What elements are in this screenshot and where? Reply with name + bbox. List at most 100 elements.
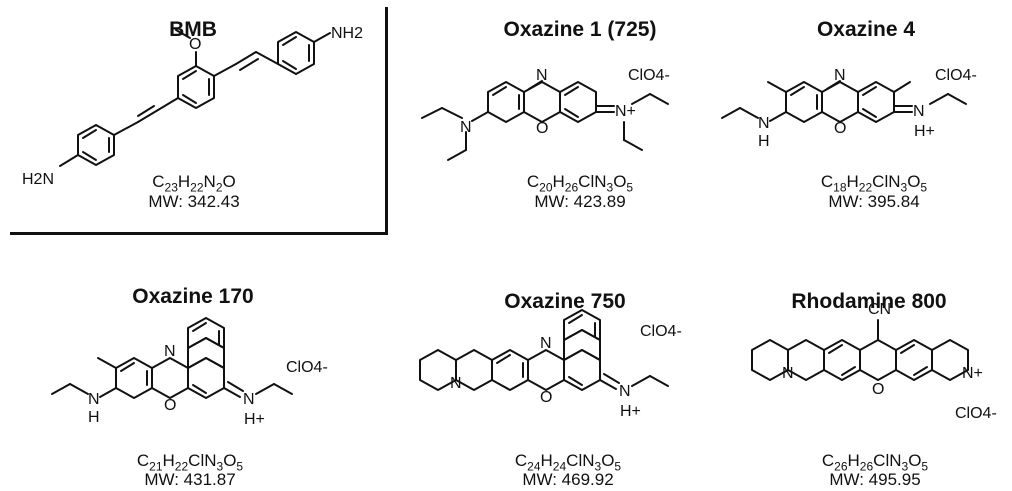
- mw-oxazine-1: MW: 423.89: [534, 192, 626, 211]
- ox4-db-5: [862, 108, 877, 118]
- bmb-vinyl-left-1: [113, 121, 139, 136]
- ox4-db-3: [826, 80, 841, 90]
- ox750-exo-db-b: [603, 373, 620, 384]
- ox4-ethyl-l1: [739, 107, 759, 119]
- mw-oxazine-170: MW: 431.87: [144, 470, 236, 489]
- ox750-atom-o: O: [540, 389, 552, 406]
- compound-title-oxazine-750: Oxazine 750: [504, 290, 626, 313]
- bmb-ring-right-db3: [282, 60, 297, 70]
- ox4-nh-bond: [769, 111, 787, 122]
- ox1-db-1: [492, 86, 507, 96]
- ox750-exo-db-a: [599, 379, 617, 390]
- ox4-atom-o: O: [834, 120, 846, 137]
- ox750-ethyl-2: [649, 375, 669, 387]
- ox4-ethyl-l2: [721, 107, 741, 119]
- formula-bmb: C23H22N2O: [152, 172, 236, 195]
- ox170-ethyl-l1: [69, 383, 89, 395]
- rh800-atom-n-plus: N+: [962, 365, 983, 382]
- ox4-methyl-left: [767, 81, 787, 93]
- bmb-vinyl-right-2b: [239, 58, 259, 71]
- rh800-ring-jul-r1: [931, 339, 969, 381]
- ox170-atom-n-right: N: [243, 391, 255, 408]
- bmb-ring-center-db3: [182, 94, 197, 104]
- ox1-ethyl-r1a: [631, 93, 651, 105]
- ox4-atom-nh-h: H: [758, 133, 770, 150]
- ox1-n-left-bond: [471, 111, 489, 122]
- ox170-exo-db-b: [227, 381, 244, 392]
- formula-oxazine-750: C24H24ClN3O5: [514, 451, 622, 474]
- ox170-methyl: [97, 357, 117, 369]
- ox4-atom-n-top: N: [834, 67, 846, 84]
- compound-title-bmb: BMB: [169, 18, 217, 41]
- ox170-nh-bond: [99, 387, 117, 398]
- bmb-vinyl-left-2: [137, 109, 159, 123]
- formula-oxazine-1: C20H26ClN3O5: [526, 172, 634, 195]
- formula-oxazine-170: C21H22ClN3O5: [136, 451, 244, 474]
- mw-rhodamine-800: MW: 495.95: [829, 470, 921, 489]
- bmb-vinyl-right-2: [235, 51, 257, 65]
- ox1-atom-n-top: N: [536, 67, 548, 84]
- rh800-db-1: [828, 344, 843, 354]
- bmb-methoxy-methyl: [175, 29, 191, 39]
- bmb-vinyl-right-1: [213, 63, 237, 77]
- ox170-atom-o: O: [164, 397, 176, 414]
- ox1-counterion: ClO4-: [628, 67, 670, 84]
- ox1-db-3: [528, 80, 543, 90]
- ox4-ethyl-r1: [929, 93, 949, 105]
- ox750-atom-h-plus: H+: [620, 403, 641, 420]
- structure-rhodamine-800: CN N O N+ ClO4-: [751, 301, 997, 422]
- ox170-atom-nh-n: N: [88, 391, 100, 408]
- bmb-nh2-left-bond: [59, 154, 79, 167]
- ox170-db-3: [192, 322, 207, 332]
- ox1-atom-n-left: N: [460, 119, 472, 136]
- ox4-atom-n-right: N: [913, 103, 925, 120]
- ox1-ethyl-r1b: [649, 93, 669, 105]
- ox750-atom-n-top: N: [540, 335, 552, 352]
- bmb-ring-left-db3: [82, 151, 97, 161]
- formula-rhodamine-800: C26H26ClN3O5: [821, 451, 929, 474]
- mw-oxazine-4: MW: 395.84: [828, 192, 920, 211]
- ox750-atom-n-right: N: [619, 383, 631, 400]
- rh800-atom-n-left: N: [782, 365, 794, 382]
- structure-oxazine-1: N O N N+ ClO4-: [421, 67, 670, 161]
- mw-bmb: MW: 342.43: [148, 192, 240, 211]
- bmb-frame-right: [385, 7, 388, 235]
- ox4-db-1: [790, 86, 805, 96]
- compound-title-rhodamine-800: Rhodamine 800: [791, 290, 947, 313]
- bmb-atom-nh2-right: NH2: [331, 25, 363, 42]
- bmb-nh2-right-bond: [313, 32, 331, 43]
- ox1-db-5: [564, 108, 579, 118]
- ox4-db-4: [862, 86, 877, 96]
- ox4-atom-h-plus: H+: [914, 123, 935, 140]
- compound-title-oxazine-4: Oxazine 4: [816, 18, 916, 41]
- ox170-ring-center: [151, 357, 189, 399]
- ox750-ring-center: [527, 349, 565, 391]
- ox170-ethyl-l2: [51, 383, 71, 395]
- ox170-ethyl-r2: [273, 383, 293, 395]
- ox4-methyl-right: [893, 81, 911, 93]
- ox170-atom-n-top: N: [164, 343, 176, 360]
- ox170-atom-nh-h: H: [88, 409, 100, 426]
- rh800-ring-xanthene-c: [859, 339, 897, 381]
- ox170-db-1: [120, 362, 135, 372]
- ox1-db-4: [564, 86, 579, 96]
- rh800-counterion: ClO4-: [955, 405, 997, 422]
- ox1-ethyl-l1a: [441, 107, 463, 119]
- ox750-ring-top: [563, 309, 601, 341]
- ox1-ethyl-l1b: [421, 107, 443, 119]
- bmb-vinyl-right-3: [255, 51, 279, 65]
- ox1-ethyl-l2b: [447, 149, 467, 161]
- structure-oxazine-170: N O N H N H+ ClO4-: [51, 317, 328, 428]
- bmb-ring-left-db1: [82, 129, 97, 139]
- rh800-db-2: [841, 366, 856, 376]
- rh800-db-4: [913, 366, 928, 376]
- bmb-ring-right-db1: [282, 36, 297, 46]
- ox170-counterion: ClO4-: [286, 359, 328, 376]
- ox4-ethyl-r2: [947, 93, 967, 105]
- bmb-vinyl-left-3: [157, 97, 179, 111]
- ox750-db-5: [568, 376, 583, 386]
- ox170-db-5: [192, 384, 207, 394]
- ox170-exo-db-a: [223, 387, 241, 398]
- structure-oxazine-750: N N O N H+ ClO4-: [419, 309, 682, 420]
